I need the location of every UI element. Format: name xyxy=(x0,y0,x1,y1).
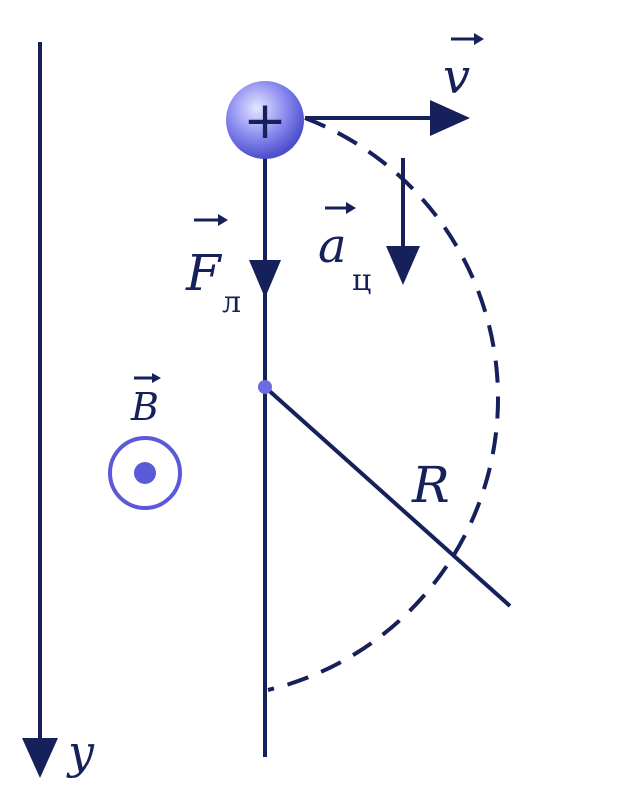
centripetal-acceleration-vector xyxy=(386,158,420,285)
charge-sign: + xyxy=(243,91,287,151)
radius-line xyxy=(263,385,512,608)
svg-text:л: л xyxy=(222,285,241,320)
svg-text:ц: ц xyxy=(352,263,371,298)
y-axis-label: y xyxy=(66,725,95,779)
positive-charge: + xyxy=(226,81,304,159)
centripetal-acceleration-arrowhead xyxy=(386,246,420,285)
lorentz-force-arrowhead xyxy=(249,260,281,298)
svg-text:a: a xyxy=(318,218,347,274)
radius-label: R xyxy=(411,456,450,514)
y-axis: y xyxy=(22,42,95,779)
lorentz-force-vector xyxy=(249,260,281,298)
centripetal-acceleration-label: a ц xyxy=(318,202,371,298)
field-dot xyxy=(134,462,156,484)
svg-text:F: F xyxy=(185,244,223,302)
svg-text:v: v xyxy=(443,49,470,105)
velocity-arrowhead xyxy=(430,100,470,136)
magnetic-field-symbol xyxy=(108,436,182,510)
velocity-vector xyxy=(305,100,470,136)
y-axis-arrowhead xyxy=(22,738,58,778)
trajectory-dashed xyxy=(267,116,501,692)
velocity-label: v xyxy=(443,33,484,105)
svg-text:B: B xyxy=(130,385,159,429)
magnetic-field-label: B xyxy=(130,373,161,429)
circle-center-point xyxy=(258,380,272,394)
lorentz-force-label: F л xyxy=(185,214,241,320)
